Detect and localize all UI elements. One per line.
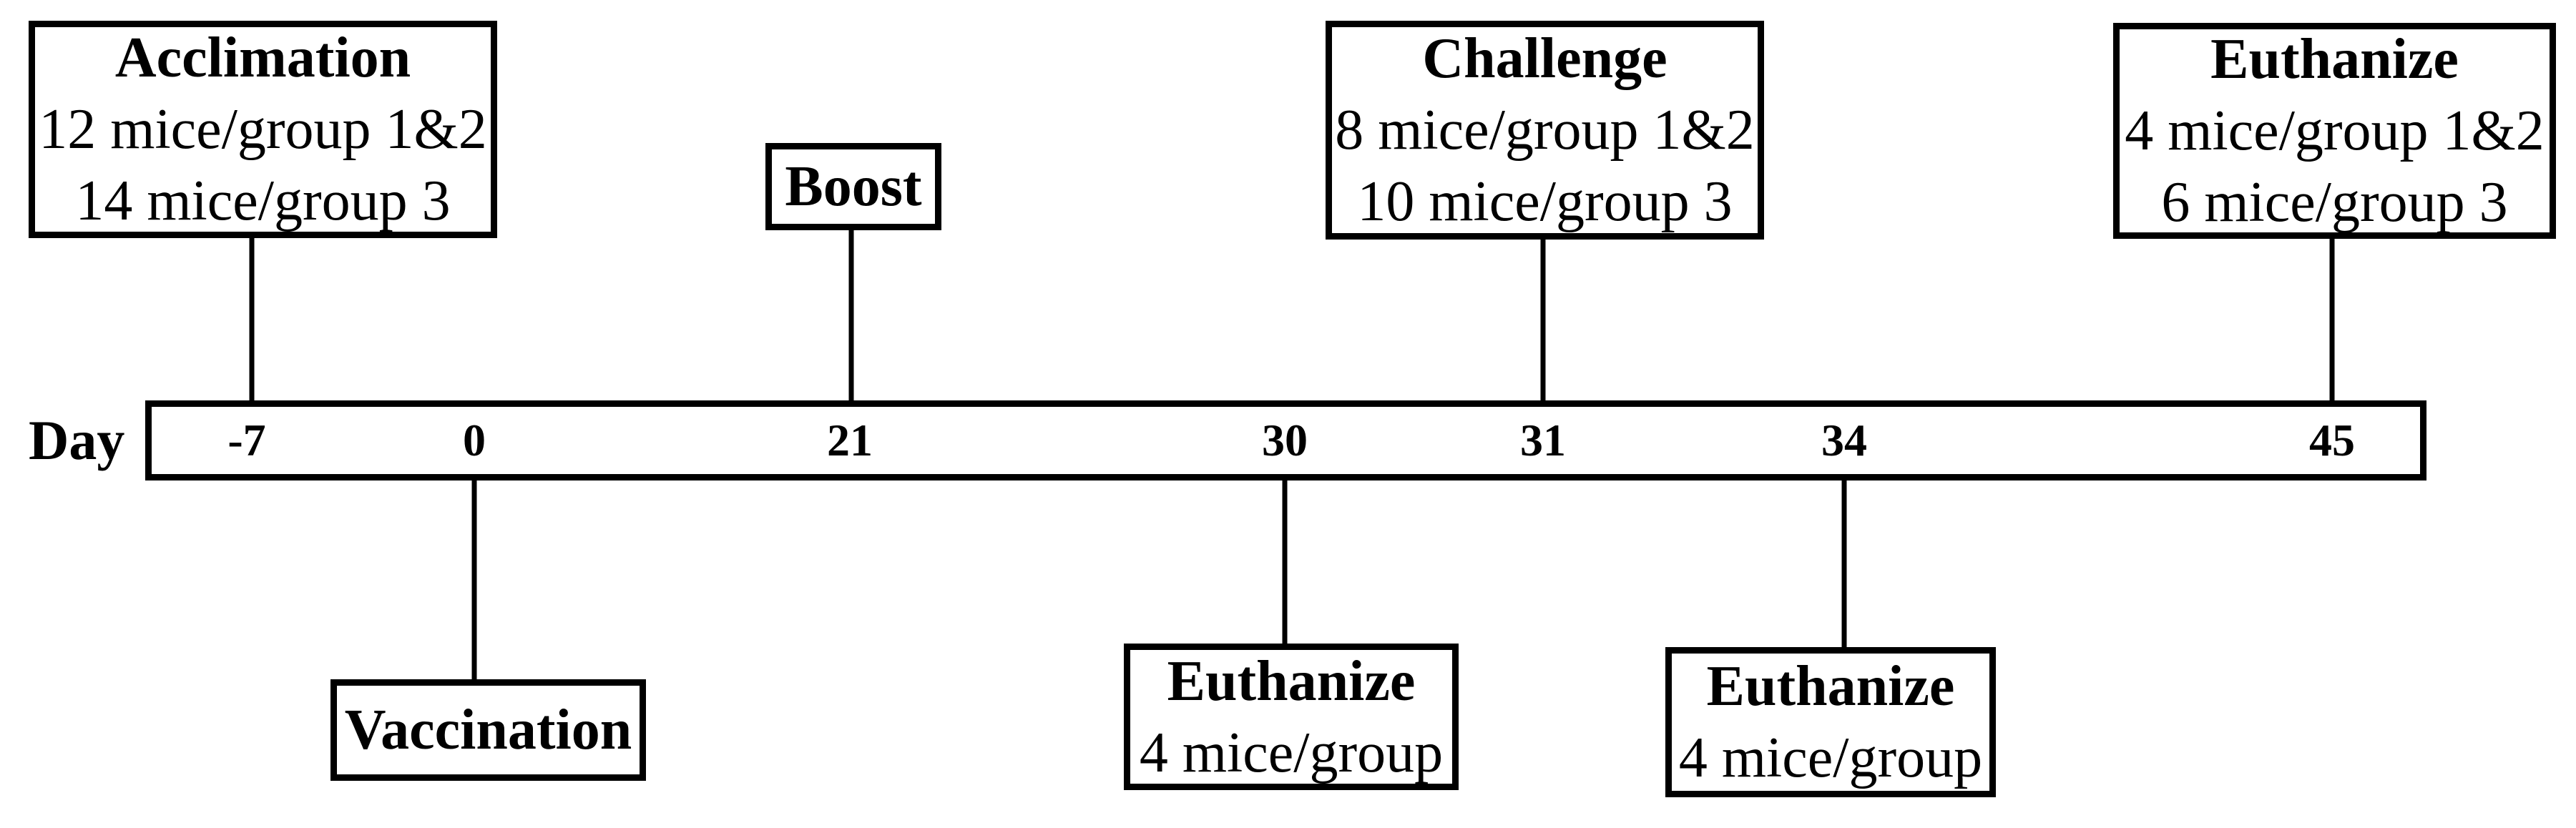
event-line: 4 mice/group 1&2	[2125, 99, 2545, 162]
day-tick-30: 30	[1262, 415, 1308, 465]
day-tick-21: 21	[827, 415, 873, 465]
event-line: 4 mice/group	[1139, 721, 1444, 784]
connector-acclimation	[249, 235, 255, 406]
connector-vaccination	[471, 475, 477, 683]
day-tick-31: 31	[1520, 415, 1566, 465]
event-line: 10 mice/group 3	[1357, 170, 1733, 233]
connector-euthanize-day45	[2329, 235, 2335, 406]
event-box-vaccination: Vaccination	[330, 679, 646, 781]
event-box-acclimation: Acclimation 12 mice/group 1&2 14 mice/gr…	[29, 21, 497, 238]
event-title: Acclimation	[114, 26, 411, 89]
day-tick-0: 0	[463, 415, 486, 465]
connector-challenge	[1540, 236, 1546, 406]
event-line: 6 mice/group 3	[2161, 171, 2508, 234]
connector-boost	[848, 227, 854, 406]
day-tick-34: 34	[1821, 415, 1867, 465]
event-title: Vaccination	[344, 699, 632, 762]
event-title: Euthanize	[2210, 28, 2459, 91]
event-title: Boost	[785, 155, 922, 218]
event-line: 4 mice/group	[1678, 726, 1983, 789]
timeline-bar	[145, 400, 2426, 480]
day-tick-minus7: -7	[227, 415, 266, 465]
event-title: Challenge	[1422, 27, 1667, 90]
event-title: Euthanize	[1706, 655, 1955, 718]
day-axis-label: Day	[29, 409, 125, 471]
event-line: 8 mice/group 1&2	[1335, 99, 1755, 162]
event-title: Euthanize	[1167, 649, 1416, 713]
event-line: 12 mice/group 1&2	[39, 98, 487, 161]
event-box-euthanize-day34: Euthanize 4 mice/group	[1665, 647, 1996, 797]
day-tick-45: 45	[2309, 415, 2355, 465]
connector-euthanize-day34	[1841, 475, 1847, 651]
connector-euthanize-day30	[1282, 475, 1288, 647]
event-line: 14 mice/group 3	[75, 169, 451, 232]
event-box-challenge: Challenge 8 mice/group 1&2 10 mice/group…	[1326, 21, 1764, 240]
event-box-euthanize-day30: Euthanize 4 mice/group	[1124, 644, 1459, 790]
event-box-boost: Boost	[765, 143, 941, 230]
event-box-euthanize-day45: Euthanize 4 mice/group 1&2 6 mice/group …	[2113, 23, 2556, 239]
